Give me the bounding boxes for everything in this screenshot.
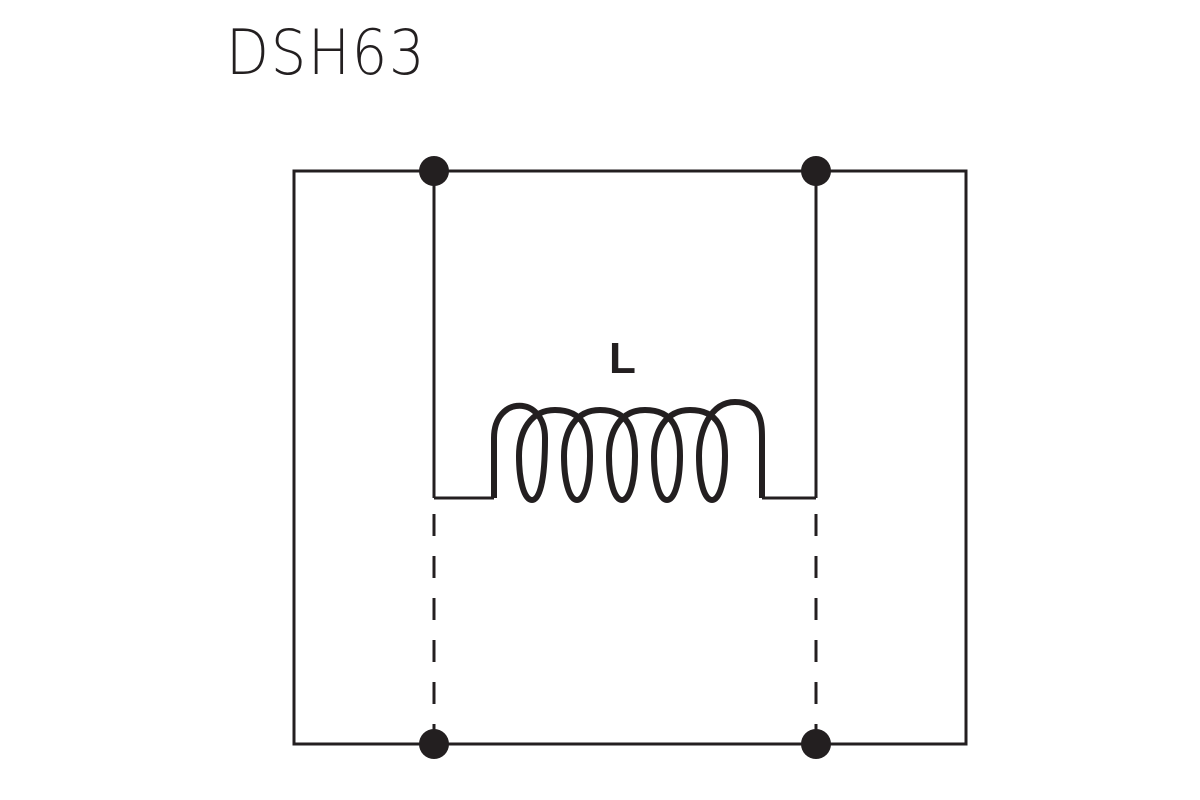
diagram-title: DSH63 — [226, 16, 427, 89]
junction-node-bottom-left — [419, 729, 449, 759]
outer-frame — [292, 169, 968, 746]
junction-node-bottom-right — [801, 729, 831, 759]
junction-node-top-right — [801, 156, 831, 186]
inductor-label: L — [609, 334, 636, 383]
junction-node-top-left — [419, 156, 449, 186]
inductor-coil — [491, 399, 765, 503]
